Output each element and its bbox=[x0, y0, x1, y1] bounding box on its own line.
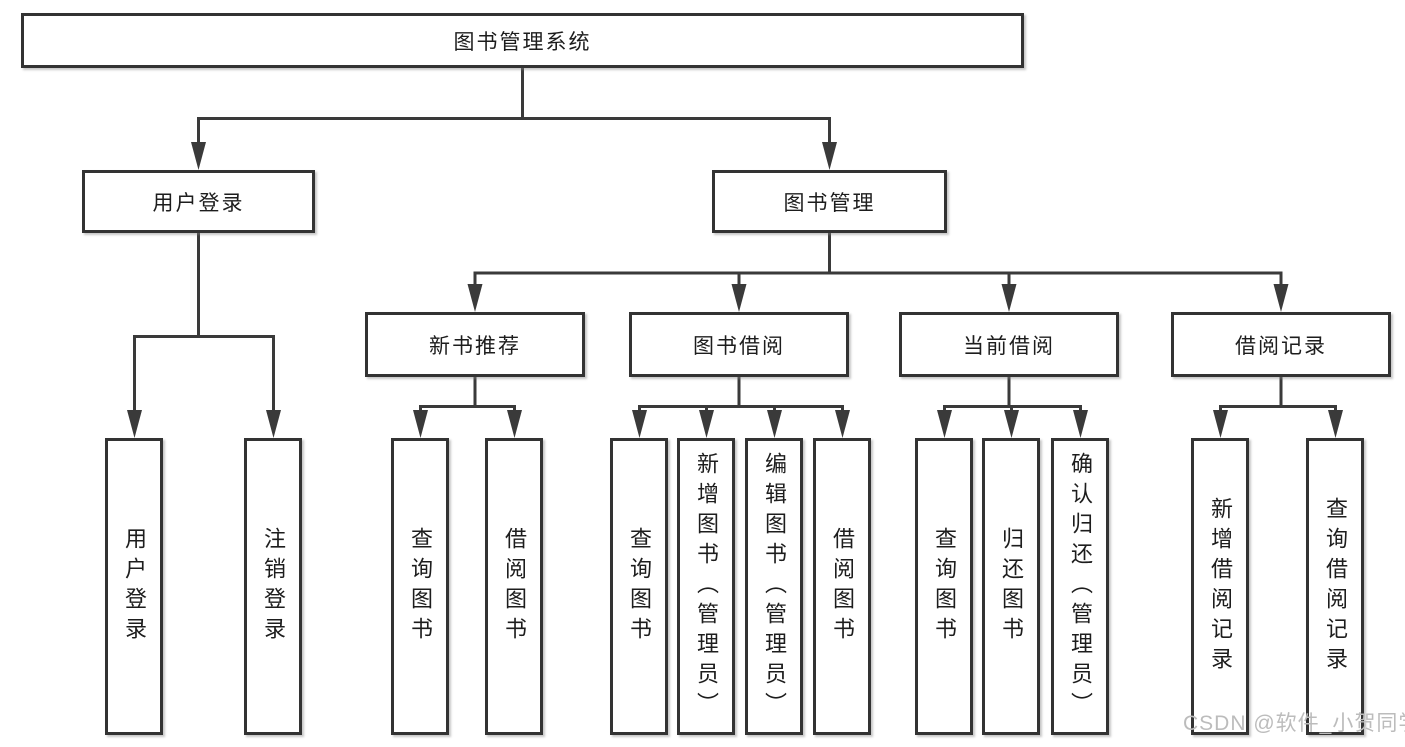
arrowhead-icon bbox=[467, 284, 483, 312]
connector-user-login-to-leaves bbox=[133, 233, 275, 418]
arrowhead-icon bbox=[127, 410, 142, 438]
leaf-add-borrow-record: 新增借阅记录 bbox=[1191, 438, 1249, 735]
arrowhead-icon bbox=[1213, 410, 1228, 438]
node-book-borrow-label: 图书借阅 bbox=[693, 334, 785, 358]
leaf-borrow-books-recommend-label: 借阅图书 bbox=[502, 526, 527, 647]
arrowhead-icon bbox=[632, 410, 647, 438]
arrowhead-icon bbox=[413, 410, 428, 438]
arrowhead-icon bbox=[266, 410, 281, 438]
leaf-query-books-current-label: 查询图书 bbox=[932, 526, 957, 647]
node-new-book-recommend-label: 新书推荐 bbox=[429, 334, 521, 358]
arrowhead-icon bbox=[1273, 284, 1289, 312]
leaf-query-books-borrow-label: 查询图书 bbox=[627, 526, 652, 647]
node-book-management-label: 图书管理 bbox=[783, 191, 876, 215]
connector-root-to-level2 bbox=[197, 68, 831, 150]
node-new-book-recommend: 新书推荐 bbox=[365, 312, 585, 377]
node-current-borrow: 当前借阅 bbox=[899, 312, 1119, 377]
arrowhead-icon bbox=[507, 410, 522, 438]
leaf-borrow-books: 借阅图书 bbox=[813, 438, 871, 735]
leaf-query-books-recommend: 查询图书 bbox=[391, 438, 449, 735]
leaf-edit-book-admin-label: 编辑图书（管理员） bbox=[762, 451, 787, 722]
arrowhead-icon bbox=[1001, 284, 1017, 312]
node-library-system: 图书管理系统 bbox=[21, 13, 1024, 68]
connector-book-management-to-level3 bbox=[473, 233, 1283, 292]
leaf-query-books-current: 查询图书 bbox=[915, 438, 973, 735]
leaf-return-book: 归还图书 bbox=[982, 438, 1040, 735]
arrowhead-icon bbox=[1328, 410, 1343, 438]
leaf-query-borrow-record: 查询借阅记录 bbox=[1306, 438, 1364, 735]
node-book-management: 图书管理 bbox=[712, 170, 947, 233]
leaf-edit-book-admin: 编辑图书（管理员） bbox=[745, 438, 803, 735]
leaf-query-books-borrow: 查询图书 bbox=[610, 438, 668, 735]
leaf-add-book-admin: 新增图书（管理员） bbox=[677, 438, 735, 735]
node-borrow-records-label: 借阅记录 bbox=[1235, 334, 1327, 358]
arrowhead-icon bbox=[835, 410, 850, 438]
arrowhead-icon bbox=[191, 142, 206, 170]
node-user-login: 用户登录 bbox=[82, 170, 315, 233]
leaf-borrow-books-recommend: 借阅图书 bbox=[485, 438, 543, 735]
connector-book-borrow-to-leaves bbox=[638, 377, 844, 418]
node-current-borrow-label: 当前借阅 bbox=[963, 334, 1055, 358]
leaf-user-login-label: 用户登录 bbox=[122, 526, 147, 647]
leaf-logout-label: 注销登录 bbox=[261, 526, 286, 647]
connector-new-book-recommend-to-leaves bbox=[419, 377, 516, 418]
leaf-user-login: 用户登录 bbox=[105, 438, 163, 735]
leaf-query-borrow-record-label: 查询借阅记录 bbox=[1323, 496, 1348, 677]
node-library-system-label: 图书管理系统 bbox=[453, 30, 592, 54]
leaf-add-borrow-record-label: 新增借阅记录 bbox=[1208, 496, 1233, 677]
arrowhead-icon bbox=[822, 142, 837, 170]
leaf-return-book-label: 归还图书 bbox=[999, 526, 1024, 647]
leaf-add-book-admin-label: 新增图书（管理员） bbox=[694, 451, 719, 722]
leaf-query-books-recommend-label: 查询图书 bbox=[408, 526, 433, 647]
arrowhead-icon bbox=[937, 410, 952, 438]
arrowhead-icon bbox=[731, 284, 747, 312]
arrowhead-icon bbox=[1004, 410, 1019, 438]
node-book-borrow: 图书借阅 bbox=[629, 312, 849, 377]
arrowhead-icon bbox=[1073, 410, 1088, 438]
csdn-watermark: CSDN @软件_小贺同学 bbox=[1183, 712, 1405, 735]
node-user-login-label: 用户登录 bbox=[152, 191, 245, 215]
leaf-borrow-books-label: 借阅图书 bbox=[830, 526, 855, 647]
arrowhead-icon bbox=[699, 410, 714, 438]
arrowhead-icon bbox=[767, 410, 782, 438]
leaf-confirm-return-admin: 确认归还（管理员） bbox=[1051, 438, 1109, 735]
leaf-confirm-return-admin-label: 确认归还（管理员） bbox=[1068, 451, 1093, 722]
connector-borrow-records-to-leaves bbox=[1219, 377, 1337, 418]
node-borrow-records: 借阅记录 bbox=[1171, 312, 1391, 377]
leaf-logout: 注销登录 bbox=[244, 438, 302, 735]
